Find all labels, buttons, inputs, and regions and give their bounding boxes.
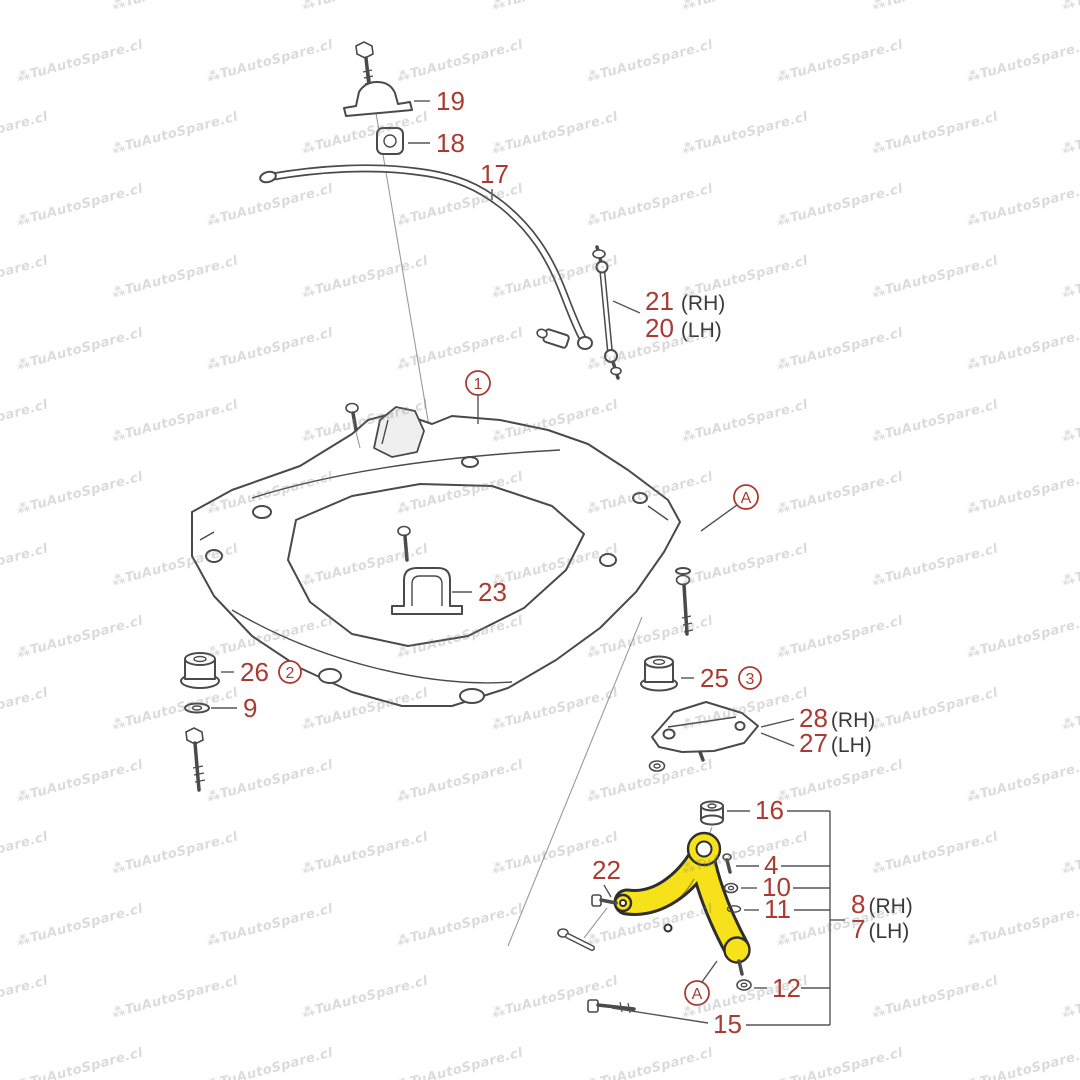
label-17: 17 <box>480 159 509 189</box>
stabilizer-link-clamp-icon <box>536 328 570 349</box>
left-mount-set <box>180 652 220 792</box>
label-9: 9 <box>243 693 257 723</box>
pivot-bolt-22-icon <box>591 894 618 907</box>
stabilizer-bracket-bolt-icon <box>355 41 375 88</box>
engine-mount-bracket-icon <box>373 406 425 458</box>
frame-bolt-icon <box>345 402 361 449</box>
mount-bolt-icon <box>185 727 206 792</box>
bushing-16-icon <box>700 800 724 839</box>
control-arm-assembly <box>557 800 752 1014</box>
label-28-rh: 28(RH) <box>799 703 875 733</box>
arm-bolt-15-icon <box>587 999 636 1014</box>
label-12: 12 <box>772 973 801 1003</box>
flange-nut-icon <box>648 760 666 772</box>
label-21-rh: 21(RH) <box>645 286 725 316</box>
label-25-badge: 3 <box>746 671 755 688</box>
callout-labels: 19 18 17 21(RH) 20(LH) 1 23 A 26 2 9 25 … <box>211 86 913 1039</box>
label-22: 22 <box>592 855 621 885</box>
nut-10-icon <box>723 882 739 894</box>
label-a-top: A <box>741 490 752 507</box>
ring-11-icon <box>726 905 742 913</box>
bushing-25-icon <box>640 655 678 692</box>
label-23: 23 <box>478 577 507 607</box>
label-10: 10 <box>762 872 791 902</box>
label-25: 25 <box>700 663 729 693</box>
label-19: 19 <box>436 86 465 116</box>
label-15: 15 <box>713 1009 742 1039</box>
bushing-26-icon <box>180 652 220 689</box>
label-a-bottom: A <box>692 986 703 1003</box>
mount-bracket-23-icon <box>391 525 463 615</box>
stabilizer-bar-icon <box>259 164 593 350</box>
rear-mount-plate-icon <box>651 701 759 762</box>
control-arm-icon <box>613 831 751 964</box>
stabilizer-bracket-icon <box>343 81 413 117</box>
label-20-lh: 20(LH) <box>645 313 722 343</box>
rear-mount-bolt-icon <box>675 567 694 636</box>
stud-4-icon <box>722 853 732 874</box>
crossmember-cutout <box>287 483 585 647</box>
stabilizer-bushing-icon <box>376 127 404 155</box>
crossmember-subframe <box>191 402 681 707</box>
label-18: 18 <box>436 128 465 158</box>
stabilizer-assembly <box>259 41 622 380</box>
ball-joint-stud-icon <box>736 959 752 991</box>
label-26-badge: 2 <box>286 665 295 682</box>
right-mount-set <box>640 567 759 772</box>
label-4: 4 <box>764 850 778 880</box>
label-8-rh: 8(RH) <box>851 889 913 919</box>
label-11: 11 <box>764 894 791 924</box>
spacer-sleeve-icon <box>557 928 595 951</box>
stabilizer-link-icon <box>592 245 622 380</box>
label-26: 26 <box>240 657 269 687</box>
washer-9-icon <box>184 702 210 714</box>
label-27-lh: 27(LH) <box>799 728 872 758</box>
label-7-lh: 7(LH) <box>851 914 909 944</box>
label-16: 16 <box>755 795 784 825</box>
assembly-axis-lines <box>366 59 643 947</box>
label-1: 1 <box>474 376 483 393</box>
